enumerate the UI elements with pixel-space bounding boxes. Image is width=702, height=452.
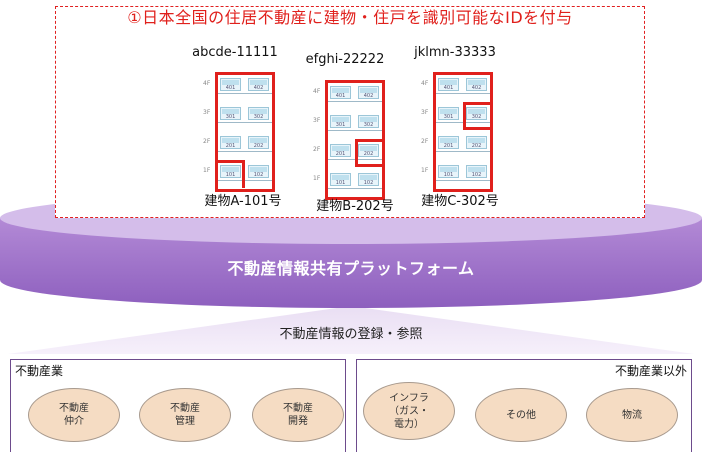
floor-label: 3F xyxy=(313,117,321,124)
unit-202: 202 xyxy=(248,136,269,149)
unit-201: 201 xyxy=(220,136,241,149)
unit-102: 102 xyxy=(358,173,379,186)
floor-line xyxy=(435,93,491,94)
connector-cone xyxy=(8,306,694,354)
floor-line xyxy=(217,93,273,94)
floor-label: 1F xyxy=(313,175,321,182)
brokerage-oval: 不動産 仲介 xyxy=(28,388,120,442)
building-a-label: 建物A-101号 xyxy=(204,194,282,209)
unit-102: 102 xyxy=(466,165,487,178)
floor-line xyxy=(327,101,383,102)
building-b-label: 建物B-202号 xyxy=(316,199,394,214)
floor-line xyxy=(435,180,491,181)
unit-101: 101 xyxy=(438,165,459,178)
floor-line xyxy=(217,151,273,152)
other-sector-title: 不動産業以外 xyxy=(614,364,687,378)
unit-402: 402 xyxy=(248,78,269,91)
floor-label: 1F xyxy=(421,167,429,174)
floor-label: 2F xyxy=(313,146,321,153)
unit-401: 401 xyxy=(220,78,241,91)
infrastructure-oval: インフラ （ガス・ 電力） xyxy=(363,382,455,440)
realestate-sector: 不動産業 不動産 仲介 不動産 管理 不動産 開発 xyxy=(10,359,346,452)
development-oval: 不動産 開発 xyxy=(252,388,344,442)
unit-301: 301 xyxy=(330,115,351,128)
platform-label: 不動産情報共有プラットフォーム xyxy=(227,259,475,278)
unit-302: 302 xyxy=(466,107,487,120)
unit-302: 302 xyxy=(248,107,269,120)
building-outline xyxy=(215,72,275,192)
floor-label: 4F xyxy=(203,80,211,87)
building-a: 4F 401 402 3F 301 302 2F 201 202 1F 101 102 xyxy=(203,72,275,192)
floor-line xyxy=(327,188,383,189)
floor-label: 2F xyxy=(421,138,429,145)
floor-label: 4F xyxy=(313,88,321,95)
realestate-sector-title: 不動産業 xyxy=(15,364,64,378)
unit-202: 202 xyxy=(466,136,487,149)
logistics-oval: 物流 xyxy=(586,388,678,442)
building-a-id: abcde-11111 xyxy=(192,45,278,60)
building-b-id: efghi-22222 xyxy=(305,52,385,67)
floor-label: 4F xyxy=(421,80,429,87)
diagram-title: ①日本全国の住居不動産に建物・住戸を識別可能なIDを付与 xyxy=(127,8,573,27)
floor-line xyxy=(217,180,273,181)
floor-label: 2F xyxy=(203,138,211,145)
unit-402: 402 xyxy=(358,86,379,99)
unit-101: 101 xyxy=(330,173,351,186)
unit-401: 401 xyxy=(330,86,351,99)
building-outline xyxy=(433,72,493,192)
building-c: 4F 401 402 3F 301 302 2F 201 202 1F 101 102 xyxy=(421,72,493,192)
other-sector: 不動産業以外 インフラ （ガス・ 電力） その他 物流 xyxy=(356,359,692,452)
unit-301: 301 xyxy=(438,107,459,120)
floor-label: 3F xyxy=(421,109,429,116)
other-oval: その他 xyxy=(475,388,567,442)
building-b: 4F 401 402 3F 301 302 2F 201 202 1F 101 102 xyxy=(313,80,385,200)
management-oval: 不動産 管理 xyxy=(139,388,231,442)
unit-201: 201 xyxy=(330,144,351,157)
floor-label: 3F xyxy=(203,109,211,116)
unit-301: 301 xyxy=(220,107,241,120)
register-reference-label: 不動産情報の登録・参照 xyxy=(279,327,423,342)
floor-line xyxy=(435,151,491,152)
unit-201: 201 xyxy=(438,136,459,149)
floor-label: 1F xyxy=(203,167,211,174)
floor-line xyxy=(327,130,383,131)
unit-402: 402 xyxy=(466,78,487,91)
unit-101: 101 xyxy=(220,165,241,178)
unit-401: 401 xyxy=(438,78,459,91)
floor-line xyxy=(217,122,273,123)
unit-102: 102 xyxy=(248,165,269,178)
unit-202: 202 xyxy=(358,144,379,157)
unit-302: 302 xyxy=(358,115,379,128)
highlighted-unit-202 xyxy=(355,139,385,167)
building-c-id: jklmn-33333 xyxy=(414,45,496,60)
highlighted-unit-101 xyxy=(215,160,245,188)
highlighted-unit-302 xyxy=(463,102,493,130)
building-c-label: 建物C-302号 xyxy=(421,194,499,209)
